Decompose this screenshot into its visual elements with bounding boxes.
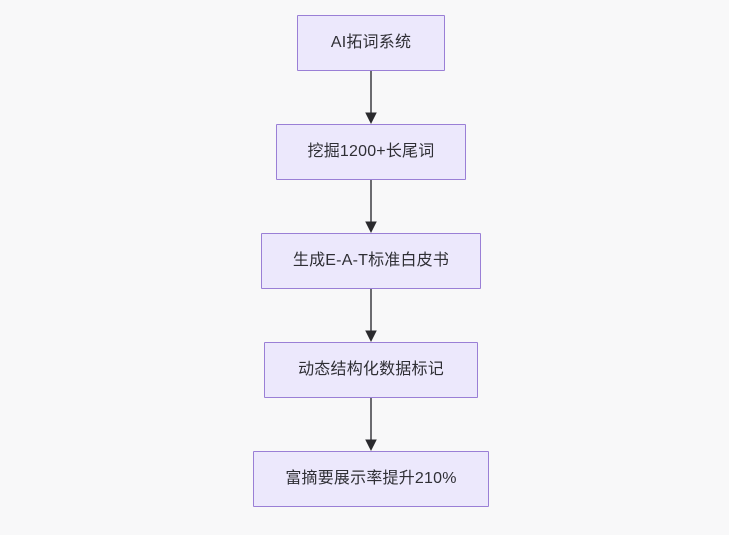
edge-n0-n1 xyxy=(365,71,377,124)
flow-node-rich-snippet-impression-lift[interactable]: 富摘要展示率提升210% xyxy=(253,451,489,507)
arrowhead-down-icon xyxy=(365,330,377,342)
flow-node-label: AI拓词系统 xyxy=(330,34,412,52)
arrowhead-down-icon xyxy=(365,112,377,124)
arrowhead-down-icon xyxy=(365,221,377,233)
flow-node-label: 挖掘1200+长尾词 xyxy=(307,143,435,161)
arrowhead-down-icon xyxy=(365,439,377,451)
flow-node-label: 富摘要展示率提升210% xyxy=(285,470,457,488)
flow-node-dynamic-structured-data-markup[interactable]: 动态结构化数据标记 xyxy=(264,342,478,398)
flow-node-ai-keyword-system[interactable]: AI拓词系统 xyxy=(297,15,445,71)
flow-node-mine-longtail-keywords[interactable]: 挖掘1200+长尾词 xyxy=(276,124,466,180)
edge-n2-n3 xyxy=(365,289,377,342)
edge-n3-n4 xyxy=(365,398,377,451)
flow-node-label: 动态结构化数据标记 xyxy=(298,361,444,379)
flow-node-label: 生成E-A-T标准白皮书 xyxy=(292,252,450,270)
edge-n1-n2 xyxy=(365,180,377,233)
flow-node-generate-eat-whitepaper[interactable]: 生成E-A-T标准白皮书 xyxy=(261,233,481,289)
